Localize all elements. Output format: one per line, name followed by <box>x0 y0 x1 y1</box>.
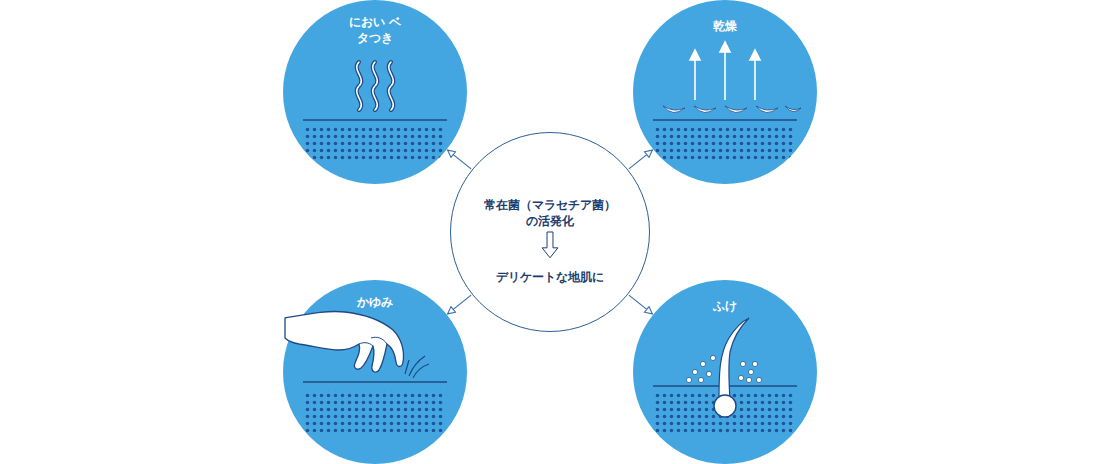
arrow-connector <box>629 295 653 314</box>
cause-circle: 常在菌（マラセチア菌） の活発化デリケートな地肌に <box>450 132 650 332</box>
symptom-label: ふけ <box>695 298 755 314</box>
symptom-label: 乾燥 <box>695 18 755 34</box>
symptom-circle: 乾燥 <box>633 0 817 184</box>
symptom-circle: かゆみ <box>283 280 467 464</box>
cause-text: 常在菌（マラセチア菌） の活発化 <box>480 197 619 229</box>
symptom-circle: ふけ <box>633 280 817 464</box>
symptom-label: かゆみ <box>345 294 405 310</box>
symptom-circle: におい ベタつき <box>283 0 467 184</box>
arrow-connector <box>448 150 472 169</box>
symptom-label: におい ベタつき <box>344 14 406 46</box>
arrow-connector <box>629 150 653 169</box>
arrow-connector <box>448 295 472 314</box>
result-text: デリケートな地肌に <box>478 269 622 285</box>
down-arrow-symbol <box>451 133 649 331</box>
